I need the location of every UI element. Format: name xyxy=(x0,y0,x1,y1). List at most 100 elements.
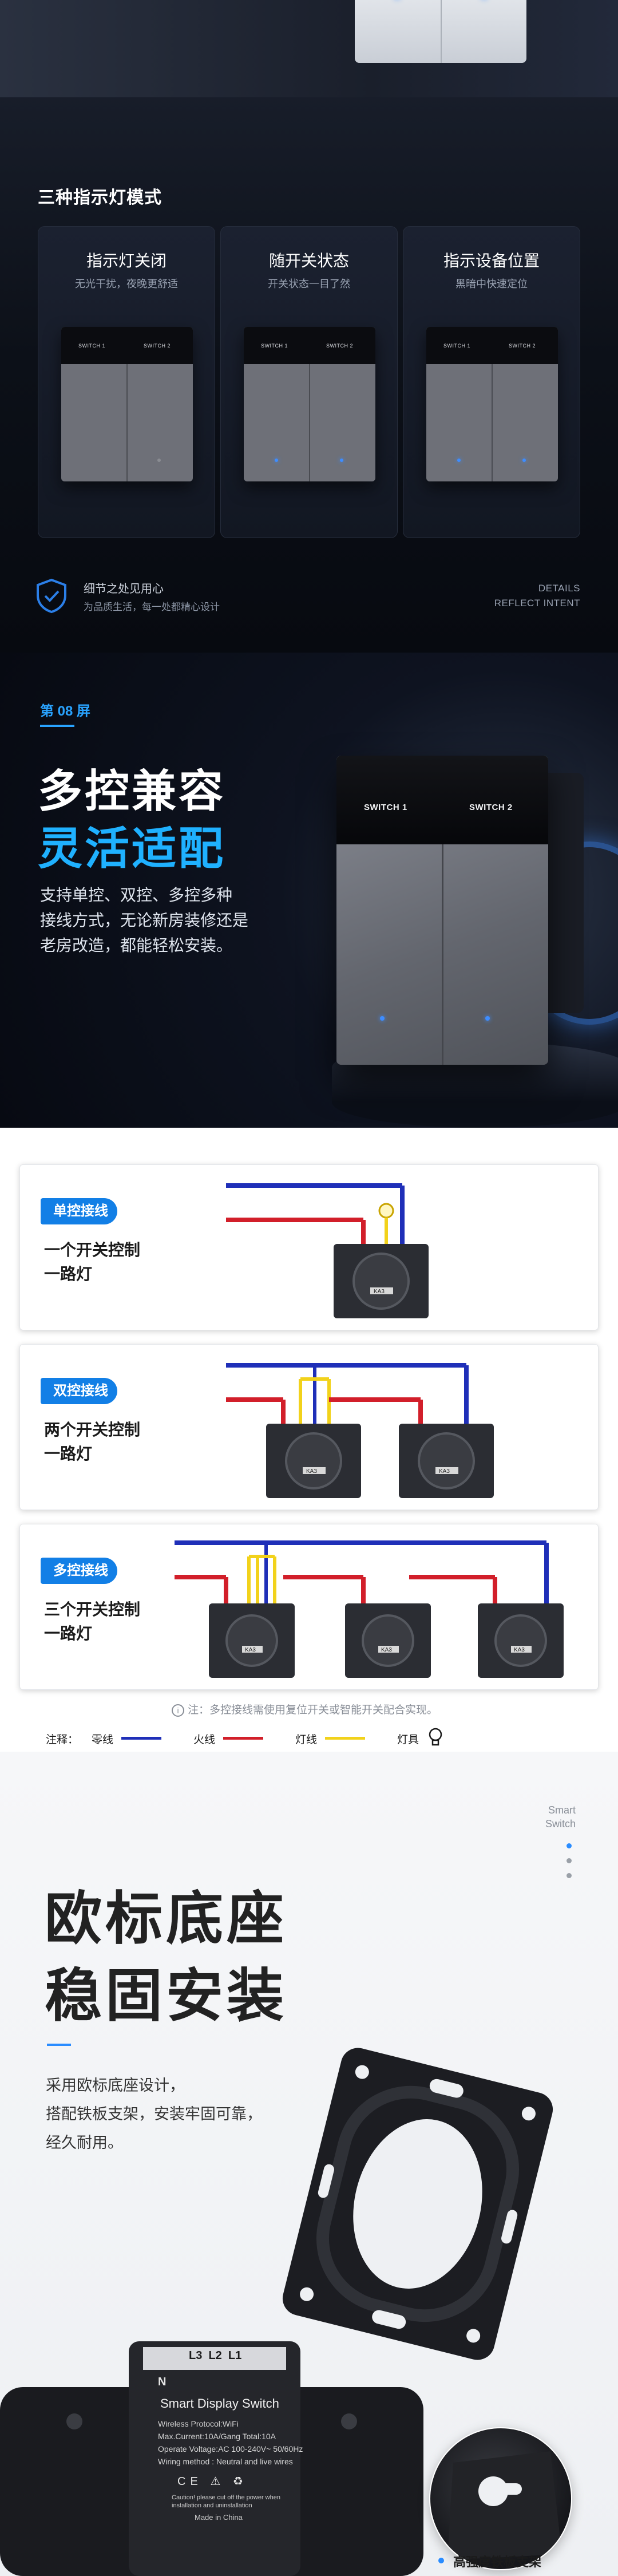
detail-caption-en: REFLECT INTENT xyxy=(494,598,580,609)
wiring-description-line: 一个开关控制 xyxy=(44,1241,141,1259)
brand-caption: Smart xyxy=(548,1804,576,1816)
screen-number: 第 08 屏 xyxy=(40,704,91,719)
info-icon: i xyxy=(172,1704,184,1717)
module-spec-line: Wireless Protocol:WiFi xyxy=(158,2419,239,2428)
legend-swatch xyxy=(121,1737,161,1740)
module-spec-line: Operate Voltage:AC 100-240V~ 50/60Hz xyxy=(158,2444,303,2453)
wiring-tag: 双控接线 xyxy=(41,1378,117,1404)
mode-card-locate: 指示设备位置 黑暗中快速定位 SWITCH 1 SWITCH 2 xyxy=(403,226,580,538)
description-line: 经久耐用。 xyxy=(46,2134,123,2151)
module-label: KA3 xyxy=(306,1468,317,1475)
wiring-diagram: KA3 KA3 xyxy=(226,1363,494,1498)
wiring-tag: 单控接线 xyxy=(41,1198,117,1224)
legend-label: 灯线 xyxy=(295,1734,318,1746)
switch-label: SWITCH 2 xyxy=(469,803,513,812)
switch-illustration: SWITCH 1 SWITCH 2 xyxy=(61,327,193,481)
headline-line-2: 灵活适配 xyxy=(38,823,226,874)
switch-label: SWITCH 2 xyxy=(509,343,536,349)
indicator-modes-section: 三种指示灯模式 指示灯关闭 无光干扰，夜晚更舒适 SWITCH 1 SWITCH… xyxy=(0,0,618,653)
module-label: KA3 xyxy=(514,1647,525,1653)
wiring-description: 三个开关控制 一路灯 xyxy=(44,1598,140,1646)
wiring-legend: 注释： 零线 火线 灯线 灯具 xyxy=(46,1728,572,1747)
legend-label: 灯具 xyxy=(397,1734,419,1746)
headline-line-1: 多控兼容 xyxy=(38,766,226,816)
module-cert-marks: CE ⚠ ♻ xyxy=(177,2475,248,2488)
switch-label: SWITCH 1 xyxy=(364,803,407,812)
module-name: Smart Display Switch xyxy=(160,2396,279,2411)
module-n-terminal: N xyxy=(158,2376,167,2388)
hero-switch-panel xyxy=(355,0,526,63)
module-spec-line: Wiring method : Neutral and live wires xyxy=(158,2457,293,2466)
indicator-dot xyxy=(457,459,461,462)
module-label: KA3 xyxy=(381,1647,392,1653)
module-made-in: Made in China xyxy=(195,2513,243,2522)
mode-subtitle: 无光干扰，夜晚更舒适 xyxy=(75,278,178,290)
headline-line-2: 稳固安装 xyxy=(45,1964,287,2028)
page-dot-active[interactable] xyxy=(566,1843,572,1848)
wiring-description-line: 一路灯 xyxy=(44,1265,93,1283)
shield-check-icon xyxy=(37,578,66,614)
switch-label: SWITCH 2 xyxy=(326,343,354,349)
accent-line xyxy=(40,725,74,727)
multi-control-section: 第 08 屏 多控兼容 灵活适配 支持单控、双控、多控多种 接线方式，无论新房装… xyxy=(0,653,618,1128)
wiring-tag: 多控接线 xyxy=(41,1558,117,1584)
section-title: 三种指示灯模式 xyxy=(38,188,162,207)
wiring-description-line: 一路灯 xyxy=(44,1445,93,1463)
indicator-dot xyxy=(340,459,343,462)
wiring-note: i 注：多控接线需使用复位开关或智能开关配合实现。 xyxy=(172,1701,438,1717)
wiring-description-line: 三个开关控制 xyxy=(44,1601,141,1618)
indicator-dot xyxy=(275,459,278,462)
wiring-description: 一个开关控制 一路灯 xyxy=(44,1238,140,1286)
switch-label: SWITCH 1 xyxy=(78,343,106,349)
zoom-caption: 高强度铁板支架 xyxy=(453,2555,542,2569)
wiring-section: KA3 单控接线 一个开关控制 一路灯 xyxy=(0,1128,618,1752)
wiring-card-multi: KA3 KA3 KA3 多控接线 三个开关控制 一路灯 xyxy=(19,1524,599,1690)
accent-line xyxy=(47,2044,71,2046)
legend-label: 零线 xyxy=(92,1734,114,1746)
legend-swatch xyxy=(325,1737,365,1740)
switch-product-image: SWITCH 1 SWITCH 2 xyxy=(336,756,548,1065)
switch-label: SWITCH 1 xyxy=(261,343,288,349)
description-line: 老房改造，都能轻松安装。 xyxy=(40,937,233,954)
indicator-dot xyxy=(485,1016,490,1021)
mode-title: 指示灯关闭 xyxy=(86,252,167,270)
module-warning: Caution! please cut off the power when i… xyxy=(172,2494,280,2509)
page-dot[interactable] xyxy=(566,1858,572,1863)
switch-illustration: SWITCH 1 SWITCH 2 xyxy=(244,327,375,481)
module-spec-line: Max.Current:10A/Gang Total:10A xyxy=(158,2432,276,2441)
zoom-detail-image xyxy=(429,2427,572,2570)
description-line: 采用欧标底座设计， xyxy=(46,2077,185,2094)
callout-dot xyxy=(438,2558,444,2563)
description-line: 接线方式，无论新房装修还是 xyxy=(40,911,249,929)
description-line: 支持单控、双控、多控多种 xyxy=(40,886,233,904)
module-label: KA3 xyxy=(245,1647,256,1653)
mode-subtitle: 黑暗中快速定位 xyxy=(455,278,528,290)
mode-card-follow: 随开关状态 开关状态一目了然 SWITCH 1 SWITCH 2 xyxy=(220,226,398,538)
lightbulb-icon xyxy=(429,1728,442,1746)
wiring-diagram: KA3 xyxy=(226,1183,429,1318)
module-label: KA3 xyxy=(374,1289,385,1295)
mode-title: 指示设备位置 xyxy=(443,252,540,270)
module-terminals: L3 L2 L1 xyxy=(189,2349,242,2362)
switch-module-image: L3 L2 L1 N Smart Display Switch Wireless… xyxy=(0,2341,423,2576)
indicator-dot xyxy=(380,1016,385,1021)
module-body xyxy=(0,2341,423,2576)
indicator-dot xyxy=(522,459,526,462)
wiring-card-single: KA3 单控接线 一个开关控制 一路灯 xyxy=(19,1164,599,1330)
indicator-dot xyxy=(157,459,161,462)
switch-label: SWITCH 1 xyxy=(443,343,471,349)
page-dot[interactable] xyxy=(566,1873,572,1878)
detail-subheading: 为品质生活，每一处都精心设计 xyxy=(84,602,220,613)
detail-heading: 细节之处见用心 xyxy=(84,583,164,595)
screw-hole-detail xyxy=(447,2451,562,2560)
eu-base-section: Smart Switch 欧标底座 稳固安装 采用欧标底座设计， 搭配铁板支架，… xyxy=(0,1752,618,2576)
wiring-description: 两个开关控制 一路灯 xyxy=(44,1418,140,1466)
wiring-description-line: 一路灯 xyxy=(44,1625,93,1642)
detail-caption-en: DETAILS xyxy=(538,583,580,594)
switch-illustration: SWITCH 1 SWITCH 2 xyxy=(426,327,558,481)
wiring-note-text: 注：多控接线需使用复位开关或智能开关配合实现。 xyxy=(188,1704,438,1716)
wiring-diagram: KA3 KA3 KA3 xyxy=(175,1540,564,1678)
mode-card-off: 指示灯关闭 无光干扰，夜晚更舒适 SWITCH 1 SWITCH 2 xyxy=(38,226,215,538)
detail-bar: 细节之处见用心 为品质生活，每一处都精心设计 DETAILS REFLECT I… xyxy=(0,550,618,653)
